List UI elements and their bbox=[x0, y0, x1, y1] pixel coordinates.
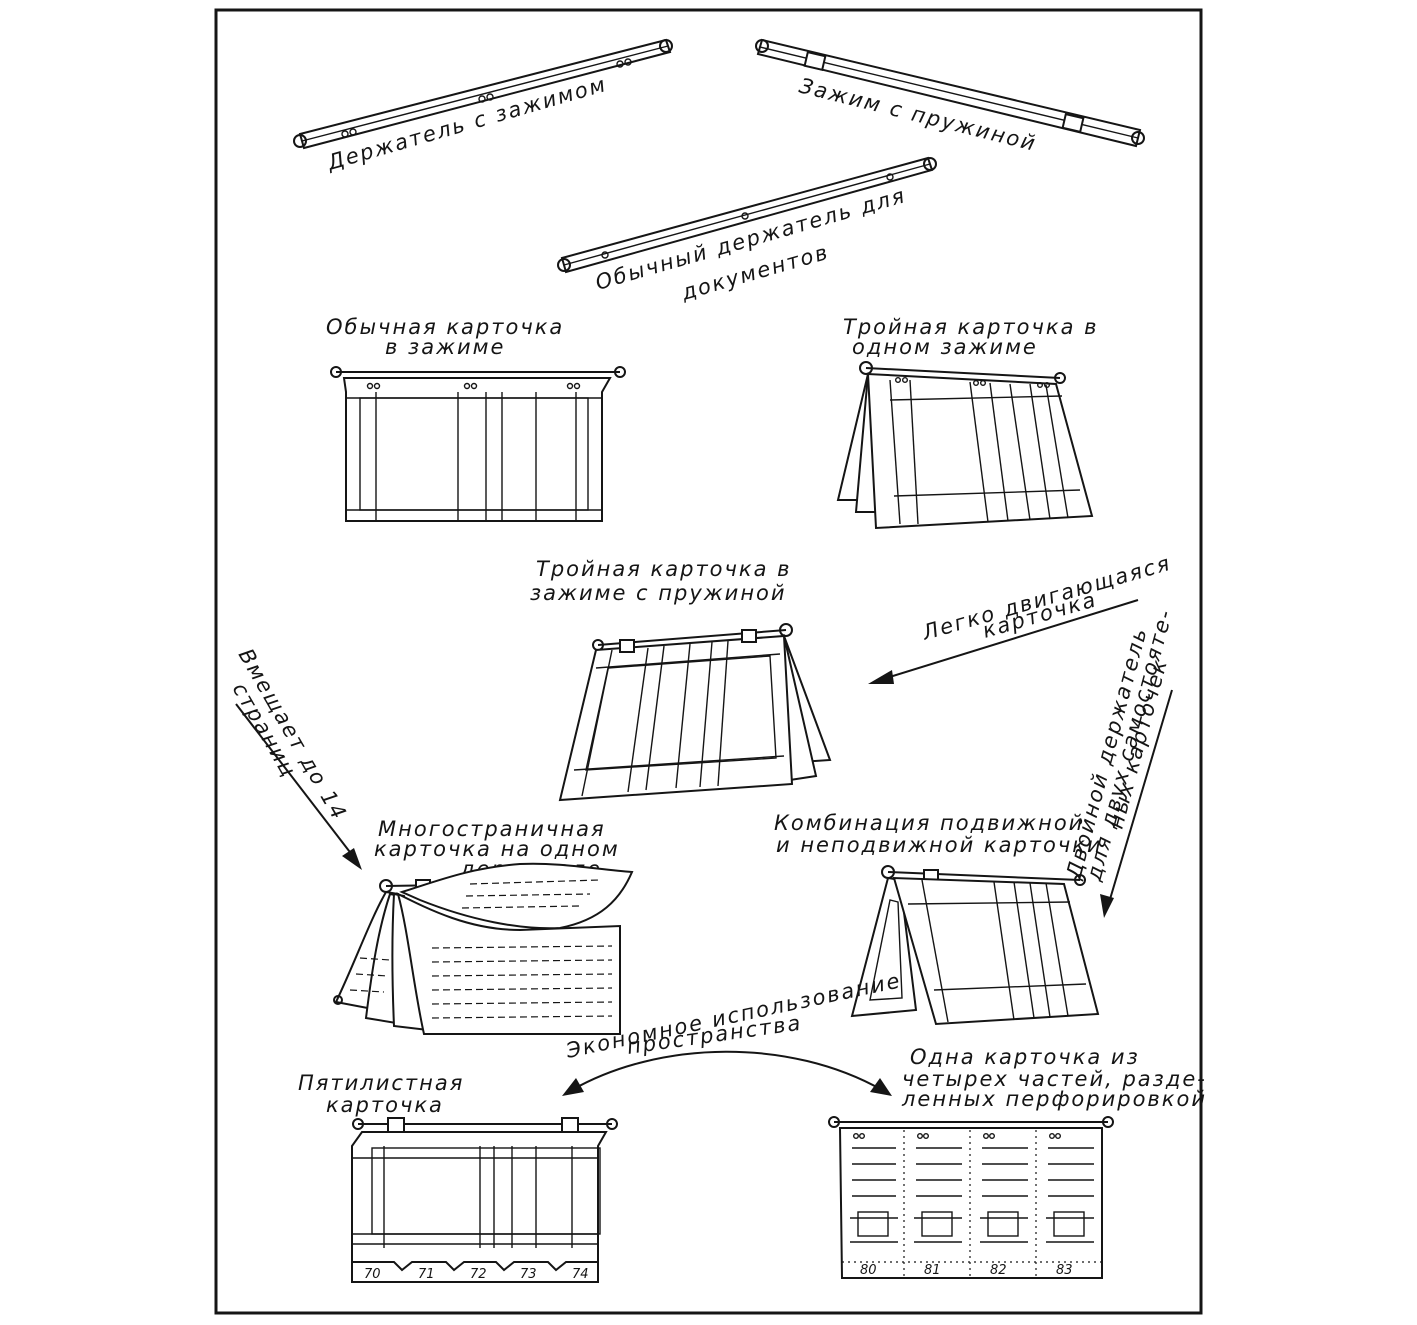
four-part-section-2: 81 bbox=[914, 1132, 962, 1278]
label-triple-spring-1: Тройная карточка в bbox=[536, 557, 792, 581]
triple-card-spring-clip bbox=[558, 623, 832, 802]
four-part-number-80: 80 bbox=[860, 1263, 877, 1278]
holder-with-clip-bar bbox=[293, 38, 673, 150]
five-leaf-tab-70: 70 bbox=[364, 1267, 381, 1282]
label-multipage-1: Многостраничная bbox=[378, 817, 606, 841]
four-part-section-3: 82 bbox=[980, 1132, 1028, 1278]
capacity-arrow bbox=[235, 703, 362, 870]
label-capacity-1: Вмещает до 14 bbox=[234, 645, 352, 825]
single-card-in-clip bbox=[330, 366, 626, 522]
label-five-leaf-1: Пятилистная bbox=[298, 1071, 464, 1095]
easy-move-arrow bbox=[868, 599, 1139, 684]
five-leaf-tab-71: 71 bbox=[418, 1267, 435, 1282]
five-leaf-tab-74: 74 bbox=[572, 1267, 589, 1282]
four-part-section-1: 80 bbox=[850, 1132, 898, 1278]
label-four-part-3: ленных перфорировкой bbox=[901, 1087, 1207, 1111]
label-four-part-2: четырех частей, разде- bbox=[902, 1067, 1207, 1091]
label-multipage-2: карточка на одном bbox=[374, 837, 620, 861]
label-triple-card-2: одном зажиме bbox=[852, 335, 1038, 359]
label-five-leaf-2: карточка bbox=[326, 1093, 444, 1117]
four-part-section-4: 83 bbox=[1046, 1132, 1094, 1278]
economy-arrow bbox=[562, 1050, 892, 1096]
triple-card-in-clip bbox=[836, 361, 1094, 530]
label-single-card-2: в зажиме bbox=[385, 335, 505, 359]
label-combo-1: Комбинация подвижной bbox=[774, 811, 1084, 835]
double-holder-arrow bbox=[1100, 689, 1173, 918]
five-leaf-tab-72: 72 bbox=[470, 1267, 487, 1282]
label-single-card-1: Обычная карточка bbox=[326, 315, 564, 339]
five-leaf-tab-73: 73 bbox=[520, 1267, 537, 1282]
combination-card bbox=[850, 865, 1100, 1026]
spring-clip-bar bbox=[755, 38, 1145, 148]
label-four-part-1: Одна карточка из bbox=[910, 1045, 1140, 1069]
four-part-number-83: 83 bbox=[1056, 1263, 1073, 1278]
five-leaf-card: 70 71 72 73 74 bbox=[351, 1117, 618, 1283]
four-part-card: 80 81 82 bbox=[828, 1116, 1114, 1279]
four-part-number-81: 81 bbox=[924, 1263, 941, 1278]
label-combo-2: и неподвижной карточки bbox=[776, 833, 1103, 857]
multipage-card-on-holder bbox=[333, 862, 634, 1035]
document-holder-bar bbox=[557, 156, 937, 274]
label-triple-spring-2: зажиме с пружиной bbox=[530, 581, 787, 605]
label-triple-card-1: Тройная карточка в bbox=[843, 315, 1099, 339]
page-frame bbox=[214, 8, 1203, 1315]
four-part-number-82: 82 bbox=[990, 1263, 1007, 1278]
